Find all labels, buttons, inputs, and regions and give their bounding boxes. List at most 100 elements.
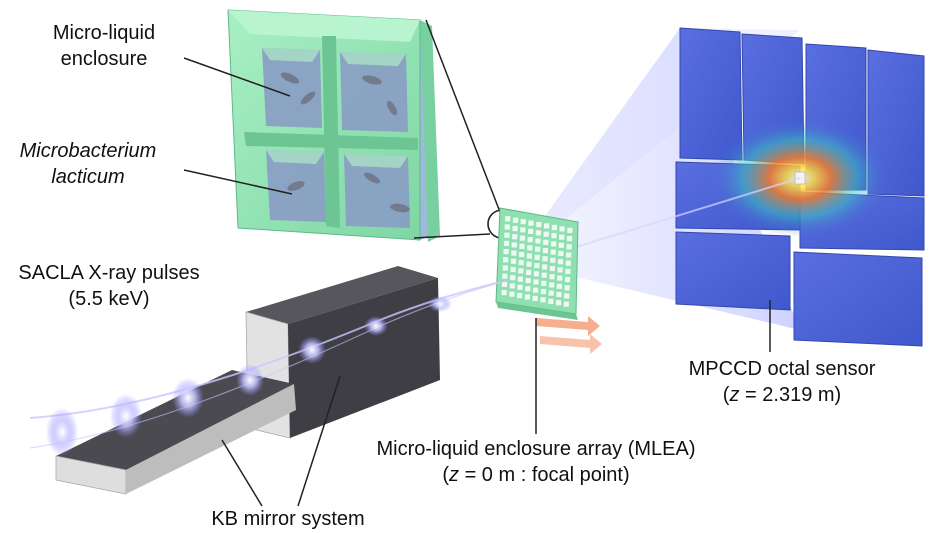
mlea-hole bbox=[520, 219, 526, 225]
mlea-hole bbox=[533, 287, 539, 293]
mlea-hole bbox=[526, 269, 532, 275]
mlea-hole bbox=[549, 265, 555, 272]
mlea-hole bbox=[557, 275, 563, 281]
label-mpccd-line2: (z = 2.319 m) bbox=[664, 382, 900, 408]
label-bacterium: Microbacterium lacticum bbox=[0, 138, 176, 190]
mlea-hole bbox=[566, 244, 572, 250]
mlea-hole bbox=[501, 290, 507, 296]
mlea-hole bbox=[527, 245, 533, 251]
mlea-hole bbox=[557, 259, 564, 265]
label-mpccd-line1: MPCCD octal sensor bbox=[688, 358, 876, 380]
mlea-hole bbox=[550, 257, 556, 263]
mlea-hole bbox=[535, 246, 541, 252]
mlea-hole bbox=[520, 227, 526, 233]
label-enclosure-line1: Micro-liquid bbox=[52, 22, 156, 44]
mlea-hole bbox=[511, 250, 517, 256]
label-enclosure: Micro-liquid enclosure bbox=[36, 20, 172, 72]
mlea-hole bbox=[542, 256, 548, 262]
mlea-hole bbox=[540, 297, 546, 303]
mlea-hole bbox=[511, 242, 517, 248]
mlea-hole bbox=[524, 294, 530, 300]
label-mpccd-rest: = 2.319 m) bbox=[739, 384, 842, 406]
label-xray-line2: (5.5 keV) bbox=[68, 288, 150, 310]
mlea-hole bbox=[502, 265, 508, 271]
mlea-hole bbox=[505, 216, 511, 222]
label-mlea-rest: = 0 m : focal point) bbox=[459, 464, 630, 486]
mlea-hole bbox=[565, 260, 571, 266]
mlea-hole bbox=[555, 300, 562, 306]
mlea-hole bbox=[551, 233, 557, 239]
label-bacterium-line2: lacticum bbox=[51, 166, 125, 188]
mlea-hole bbox=[556, 291, 562, 298]
mlea-hole bbox=[512, 225, 518, 232]
mlea-hole bbox=[548, 290, 554, 296]
bacteria-cells bbox=[280, 72, 410, 213]
mlea-hole bbox=[556, 283, 562, 289]
label-mpccd-open: ( bbox=[722, 384, 730, 406]
scan-arrows bbox=[536, 316, 602, 354]
mlea-hole bbox=[502, 273, 508, 279]
mlea-hole bbox=[512, 217, 519, 223]
mlea-hole bbox=[566, 252, 572, 258]
mlea-hole bbox=[540, 289, 546, 295]
mlea-hole bbox=[533, 271, 539, 277]
mlea-hole bbox=[549, 274, 555, 280]
zoom-line-bottom bbox=[413, 233, 491, 239]
mlea-hole bbox=[528, 220, 534, 226]
mlea-hole bbox=[558, 250, 564, 257]
mlea-hole bbox=[563, 301, 569, 307]
mlea-array bbox=[495, 207, 579, 320]
mlea-hole bbox=[534, 254, 540, 260]
mlea-hole bbox=[535, 230, 541, 236]
mlea-hole bbox=[503, 257, 509, 263]
mlea-hole bbox=[551, 241, 557, 247]
mlea-hole bbox=[501, 281, 508, 287]
mlea-hole bbox=[517, 284, 523, 290]
mlea-hole bbox=[567, 227, 573, 233]
mlea-hole bbox=[525, 286, 531, 292]
kb-mirror-first bbox=[55, 370, 296, 495]
label-enclosure-line2: enclosure bbox=[60, 48, 148, 70]
mlea-hole bbox=[526, 253, 532, 259]
mlea-hole bbox=[503, 240, 510, 246]
mlea-hole bbox=[542, 264, 548, 270]
label-mpccd-z: z bbox=[729, 384, 740, 406]
mlea-hole bbox=[564, 293, 570, 299]
mlea-hole bbox=[548, 298, 554, 304]
mlea-hole bbox=[512, 234, 518, 240]
mlea-hole bbox=[558, 242, 564, 248]
xray-beam bbox=[29, 279, 511, 456]
mlea-hole bbox=[519, 243, 525, 249]
mlea-hole bbox=[517, 276, 523, 282]
label-bacterium-line1: Microbacterium bbox=[19, 140, 157, 162]
mpccd-detector bbox=[559, 27, 925, 347]
label-mlea-z: z bbox=[449, 464, 460, 486]
mlea-hole bbox=[544, 223, 550, 229]
mlea-hole bbox=[503, 249, 509, 255]
mlea-hole bbox=[533, 279, 539, 285]
label-mpccd: MPCCD octal sensor (z = 2.319 m) bbox=[664, 356, 900, 408]
mlea-hole bbox=[525, 278, 531, 284]
mlea-hole bbox=[536, 222, 542, 228]
mlea-hole bbox=[519, 235, 525, 241]
mlea-hole bbox=[541, 280, 547, 286]
enclosure-zoom bbox=[227, 9, 440, 242]
mlea-hole bbox=[519, 251, 525, 258]
label-kb-text: KB mirror system bbox=[211, 508, 365, 530]
mlea-hole bbox=[564, 277, 571, 283]
mlea-hole bbox=[566, 236, 573, 242]
mlea-hole bbox=[564, 285, 570, 291]
label-mlea: Micro-liquid enclosure array (MLEA) (z =… bbox=[330, 436, 742, 488]
mlea-hole bbox=[509, 291, 515, 297]
label-mlea-line1: Micro-liquid enclosure array (MLEA) bbox=[376, 438, 696, 460]
mlea-hole bbox=[510, 266, 516, 273]
leader-kb-1 bbox=[221, 439, 263, 507]
mlea-hole bbox=[557, 267, 563, 273]
label-xray: SACLA X-ray pulses (5.5 keV) bbox=[4, 260, 214, 312]
label-mlea-open: ( bbox=[442, 464, 450, 486]
mlea-hole bbox=[565, 268, 571, 274]
zoom-line-top bbox=[425, 19, 501, 213]
mlea-hole bbox=[518, 268, 524, 274]
enclosure-window bbox=[262, 48, 322, 128]
mlea-hole bbox=[517, 292, 523, 299]
